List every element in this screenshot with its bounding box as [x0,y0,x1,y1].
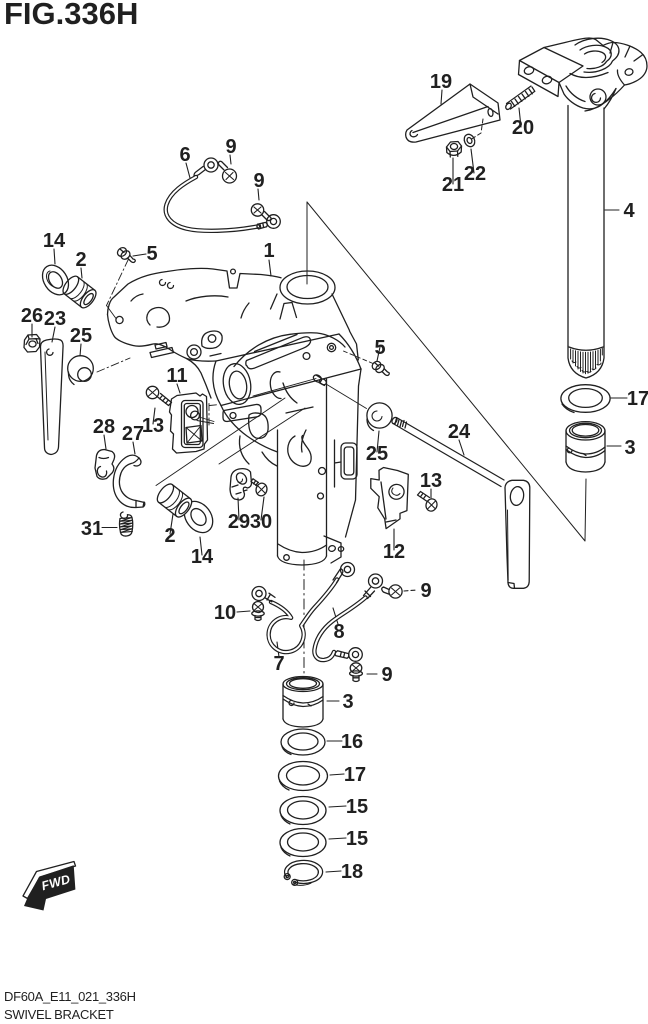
svg-text:9: 9 [225,136,236,158]
svg-text:13: 13 [142,415,164,437]
svg-text:15: 15 [346,828,368,850]
svg-text:23: 23 [44,308,66,330]
svg-text:17: 17 [627,388,648,410]
svg-text:20: 20 [512,117,534,139]
svg-text:1: 1 [263,240,274,262]
svg-text:9: 9 [253,170,264,192]
svg-text:29: 29 [228,511,250,533]
svg-text:17: 17 [344,764,366,786]
svg-text:7: 7 [273,653,284,675]
svg-text:31: 31 [81,518,103,540]
svg-text:9: 9 [420,580,431,602]
svg-text:28: 28 [93,416,115,438]
svg-text:12: 12 [383,541,405,563]
svg-text:6: 6 [179,144,190,166]
svg-text:16: 16 [341,731,363,753]
svg-text:27: 27 [122,423,144,445]
svg-text:2: 2 [164,525,175,547]
svg-text:14: 14 [43,230,66,252]
svg-text:26: 26 [21,305,43,327]
svg-text:3: 3 [624,437,635,459]
svg-text:30: 30 [250,511,272,533]
svg-text:19: 19 [430,71,452,93]
svg-text:15: 15 [346,796,368,818]
svg-text:2: 2 [75,249,86,271]
svg-text:25: 25 [70,325,92,347]
svg-text:4: 4 [623,200,635,222]
svg-text:3: 3 [342,691,353,713]
svg-text:11: 11 [166,365,187,387]
svg-text:25: 25 [366,443,388,465]
svg-text:10: 10 [214,602,236,624]
svg-text:13: 13 [420,470,442,492]
svg-text:24: 24 [448,421,471,443]
svg-text:9: 9 [381,664,392,686]
svg-text:5: 5 [146,243,157,265]
svg-text:21: 21 [442,174,464,196]
svg-text:8: 8 [333,621,344,643]
svg-text:18: 18 [341,861,363,883]
svg-text:22: 22 [464,163,486,185]
svg-text:14: 14 [191,546,214,568]
